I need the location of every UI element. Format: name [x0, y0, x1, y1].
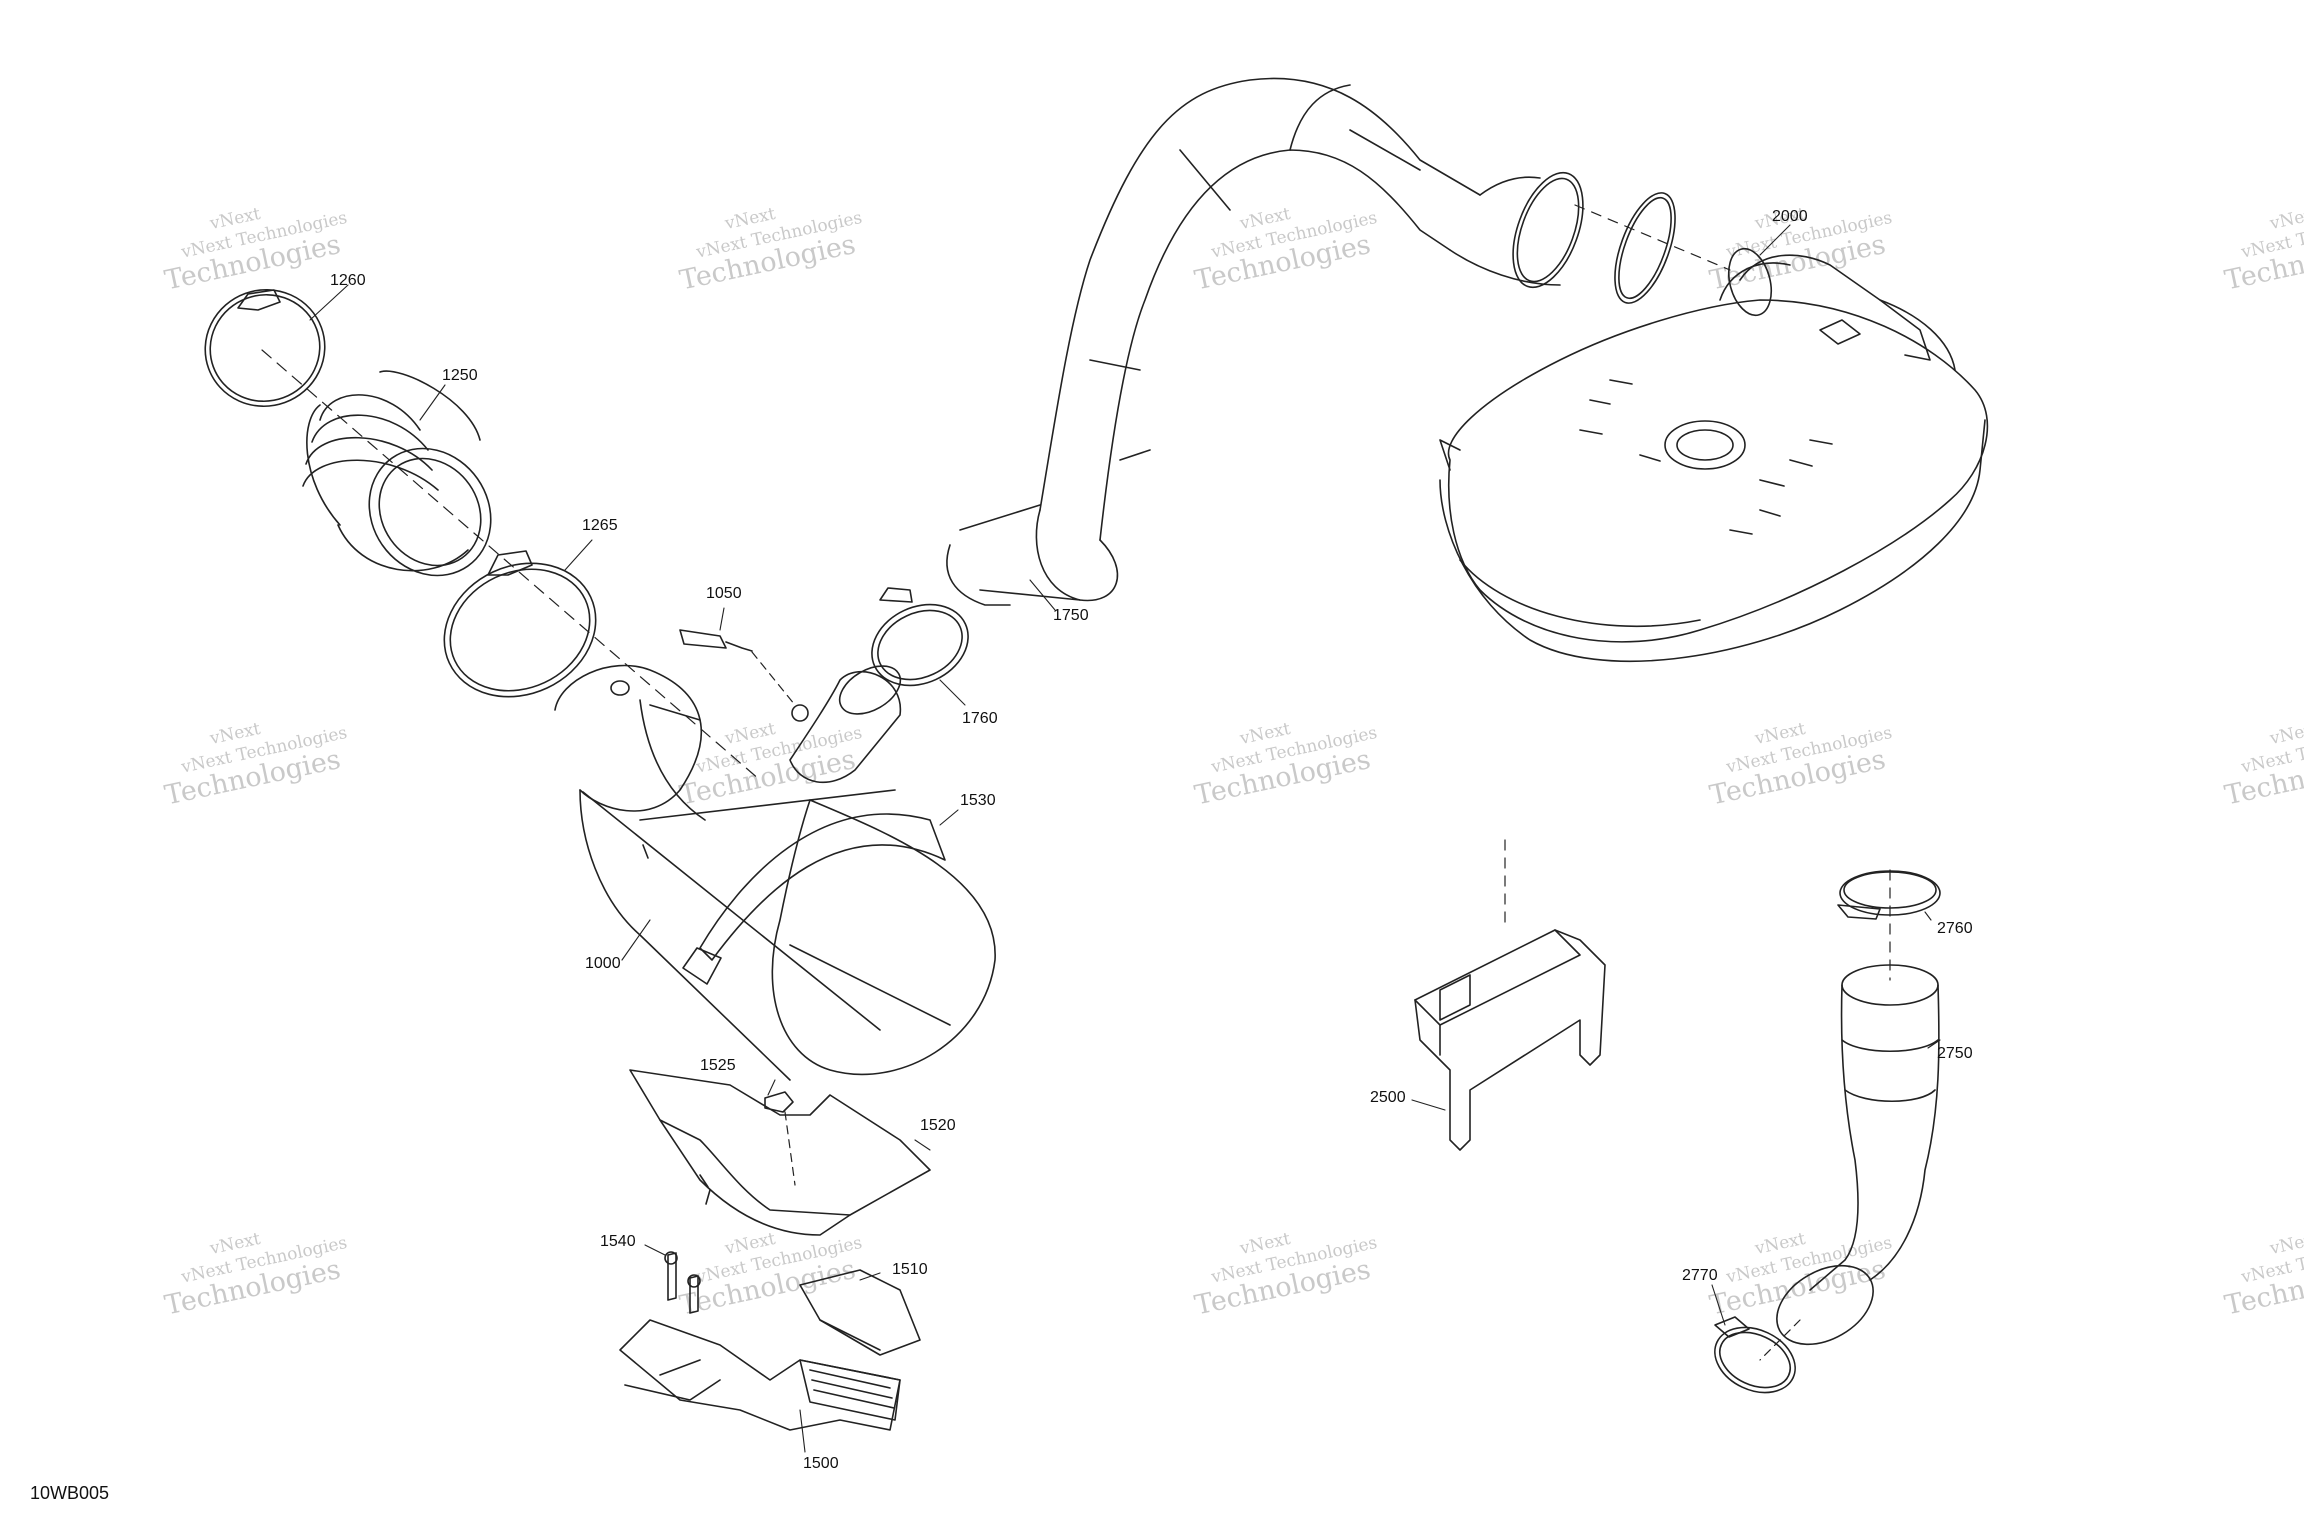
callout-2500: 2500	[1370, 1089, 1406, 1106]
callout-2000: 2000	[1772, 208, 1808, 225]
callout-2750: 2750	[1937, 1045, 1973, 1062]
strap-1530	[682, 813, 946, 985]
callout-1265: 1265	[582, 517, 618, 534]
leader-lines	[309, 224, 1941, 1453]
fastener-1525	[764, 1091, 796, 1186]
sensor-1050	[679, 629, 809, 722]
callout-1530: 1530	[960, 792, 996, 809]
callout-1525: 1525	[700, 1057, 736, 1074]
callout-1000: 1000	[585, 955, 621, 972]
clamp-1265	[443, 550, 597, 698]
pipe-2750	[1776, 964, 1940, 1346]
clamp-1260	[204, 288, 326, 408]
callout-1050: 1050	[706, 585, 742, 602]
callout-1540: 1540	[600, 1233, 636, 1250]
clamp-2770	[1714, 1316, 1801, 1394]
intake-boot-1250	[302, 370, 492, 577]
callout-2760: 2760	[1937, 920, 1973, 937]
callout-2770: 2770	[1682, 1267, 1718, 1284]
tailpipe-1750	[946, 77, 1584, 606]
bracket-assembly	[619, 1251, 921, 1431]
callout-1250: 1250	[442, 367, 478, 384]
diagram-reference: 10WB005	[30, 1483, 110, 1503]
bracket-2500	[1414, 839, 1606, 1151]
callout-1520: 1520	[920, 1117, 956, 1134]
muffler-1000	[554, 664, 996, 1081]
callout-1750: 1750	[1053, 607, 1089, 624]
callout-1500: 1500	[803, 1455, 839, 1472]
rear-muffler-2000	[1439, 247, 1989, 663]
outlet-pipe-1760	[789, 587, 969, 784]
callout-1260: 1260	[330, 272, 366, 289]
callout-1510: 1510	[892, 1261, 928, 1278]
callout-1760: 1760	[962, 710, 998, 727]
heat-shield-1520	[629, 1069, 931, 1236]
ring-seal	[1614, 192, 1676, 304]
